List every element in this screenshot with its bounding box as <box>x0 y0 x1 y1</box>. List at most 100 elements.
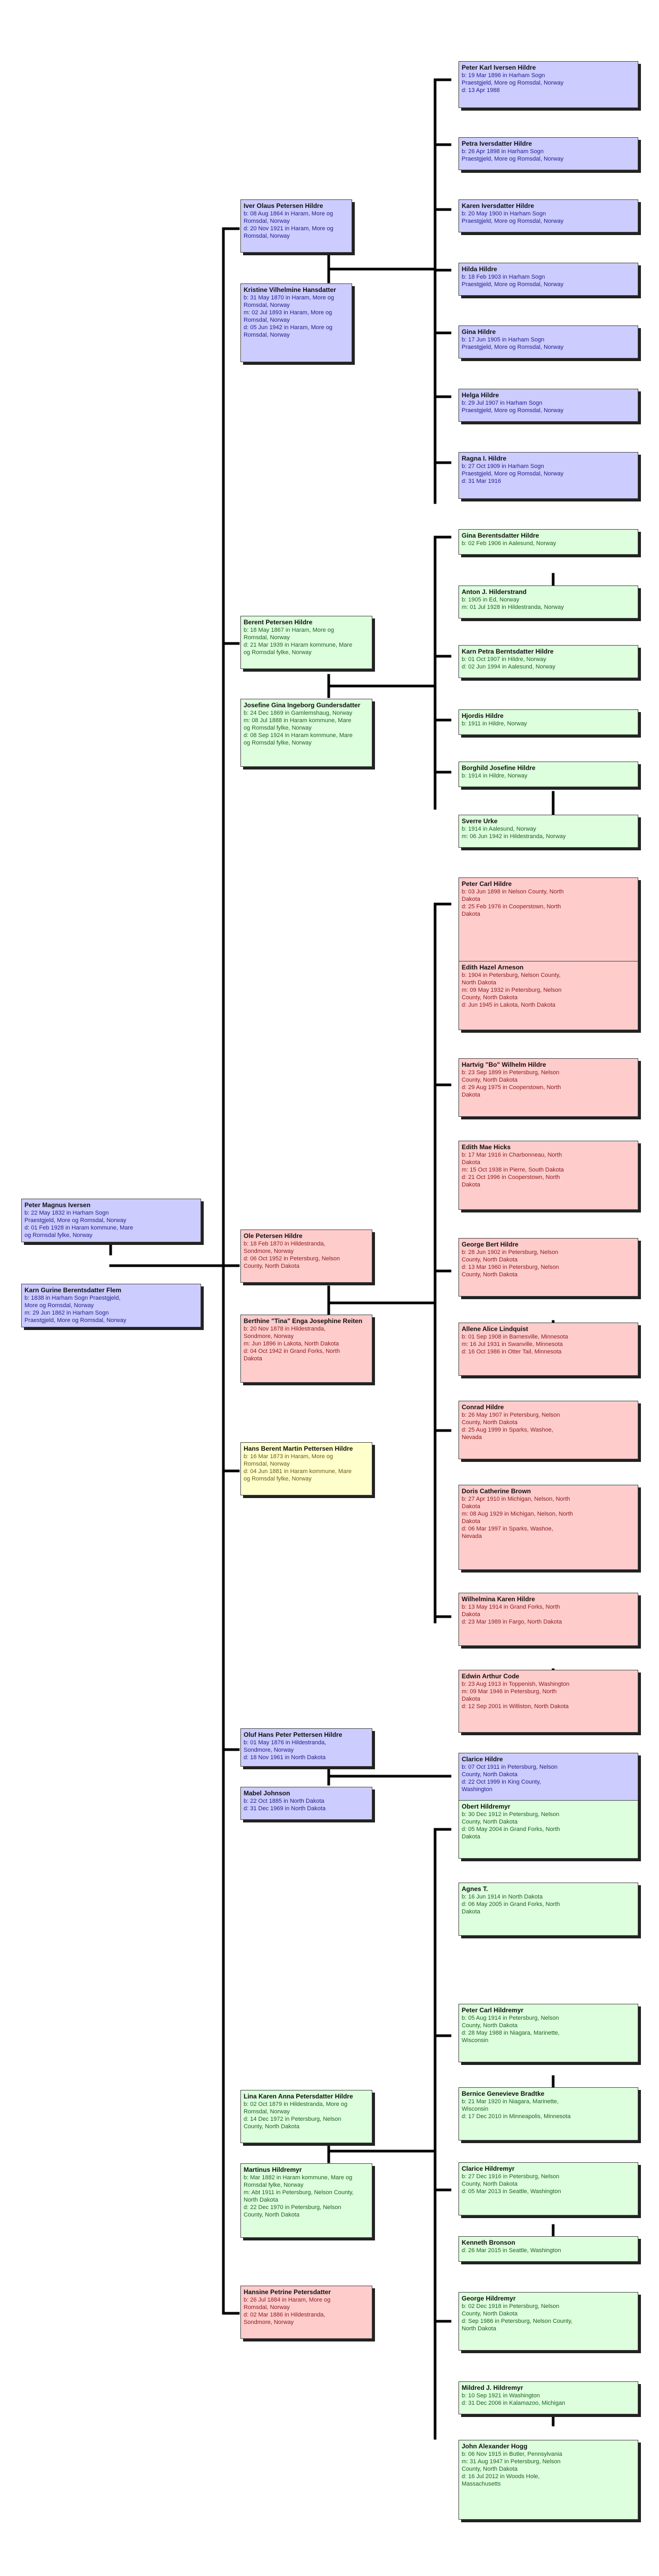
person-detail: b: 20 May 1900 in Harham Sogn <box>462 211 546 217</box>
person-detail: County, North Dakota <box>462 2181 518 2187</box>
person-detail: Dakota <box>462 1159 480 1166</box>
person-detail: b: 1914 in Aalesund, Norway <box>462 826 537 832</box>
person-card[interactable]: Allene Alice Lindquist b: 01 Sep 1908 in… <box>458 1323 638 1376</box>
person-detail: d: 20 Nov 1921 in Haram, More og <box>244 225 333 232</box>
person-card[interactable]: Peter Magnus Iversen b: 22 May 1832 in H… <box>21 1199 201 1242</box>
person-detail: d: 06 Oct 1952 in Petersburg, Nelson <box>244 1256 340 1262</box>
person-card[interactable]: Lina Karen Anna Petersdatter Hildre b: 0… <box>240 2090 372 2143</box>
person-detail: b: 07 Oct 1911 in Petersburg, Nelson <box>462 1764 558 1770</box>
person-card[interactable]: Kenneth Bronson d: 26 Mar 2015 in Seattl… <box>458 2236 638 2262</box>
person-card[interactable]: Doris Catherine Brown b: 27 Apr 1910 in … <box>458 1485 638 1570</box>
person-card[interactable]: Karen Iversdatter Hildre b: 20 May 1900 … <box>458 199 638 232</box>
person-name: Ragna I. Hildre <box>462 455 507 462</box>
person-card[interactable]: Edith Hazel Arneson b: 1904 in Petersbur… <box>458 961 638 1030</box>
person-card[interactable]: Hansine Petrine Petersdatter b: 26 Jul 1… <box>240 2286 372 2339</box>
person-detail: m: 16 Jul 1931 in Swanville, Minnesota <box>462 1341 563 1348</box>
person-detail: b: 08 Aug 1864 in Haram, More og <box>244 211 333 217</box>
person-detail: og Romsdal fylke, Norway <box>24 1232 93 1239</box>
person-name: Edith Hazel Arneson <box>462 964 524 971</box>
person-detail: b: 26 May 1907 in Petersburg, Nelson <box>462 1412 560 1418</box>
person-detail: b: 10 Sep 1921 in Washington <box>462 2393 540 2399</box>
person-detail: b: 1911 in Hildre, Norway <box>462 721 527 727</box>
person-card[interactable]: Agnes T. b: 16 Jun 1914 in North Dakota … <box>458 1883 638 1936</box>
person-detail: County, North Dakota <box>244 2212 299 2218</box>
person-card[interactable]: Borghild Josefine Hildre b: 1914 in Hild… <box>458 762 638 787</box>
person-detail: d: 31 Dec 1969 in North Dakota <box>244 1805 326 1812</box>
person-card[interactable]: Petra Iversdatter Hildre b: 26 Apr 1898 … <box>458 137 638 170</box>
person-detail: Nevada <box>462 1434 482 1441</box>
person-card[interactable]: Peter Carl Hildremyr b: 05 Aug 1914 in P… <box>458 2004 638 2062</box>
person-card[interactable]: Bernice Genevieve Bradtke b: 21 Mar 1920… <box>458 2087 638 2140</box>
person-detail: m: 15 Oct 1938 in Pierre, South Dakota <box>462 1167 564 1173</box>
person-detail: b: 20 Nov 1878 in Hildestranda, <box>244 1326 326 1332</box>
person-detail: Wisconsin <box>462 2106 489 2112</box>
person-detail: b: 22 May 1832 in Harham Sogn <box>24 1210 109 1216</box>
person-card[interactable]: Josefine Gina Ingeborg Gundersdatter b: … <box>240 699 372 767</box>
person-detail: d: 21 Oct 1996 in Cooperstown, North <box>462 1174 560 1181</box>
person-card[interactable]: Gina Hildre b: 17 Jun 1905 in Harham Sog… <box>458 325 638 358</box>
person-name: Petra Iversdatter Hildre <box>462 140 532 147</box>
person-name: Helga Hildre <box>462 391 499 399</box>
person-card[interactable]: Mabel Johnson b: 22 Oct 1885 in North Da… <box>240 1787 372 1820</box>
person-card[interactable]: Hartvig "Bo" Wilhelm Hildre b: 23 Sep 18… <box>458 1058 638 1117</box>
person-card[interactable]: Wilhelmina Karen Hildre b: 13 May 1914 i… <box>458 1593 638 1646</box>
person-detail: b: 17 Mar 1916 in Charbonneau, North <box>462 1152 562 1158</box>
person-name: George Hildremyr <box>462 2295 516 2302</box>
person-card[interactable]: Karn Petra Berntsdatter Hildre b: 01 Oct… <box>458 645 638 678</box>
person-name: Conrad Hildre <box>462 1403 504 1411</box>
person-detail: d: 16 Jul 2012 in Woods Hole, <box>462 2473 540 2480</box>
person-detail: Praestgjeld, More og Romsdal, Norway <box>462 407 564 414</box>
person-detail: b: 03 Jun 1898 in Nelson County, North <box>462 889 564 895</box>
person-detail: b: 22 Oct 1885 in North Dakota <box>244 1798 324 1804</box>
person-name: Peter Karl Iversen Hildre <box>462 64 536 71</box>
person-detail: Wisconsin <box>462 2037 489 2044</box>
person-card[interactable]: Conrad Hildre b: 26 May 1907 in Petersbu… <box>458 1401 638 1459</box>
person-name: Peter Magnus Iversen <box>24 1201 91 1209</box>
person-detail: b: 02 Feb 1906 in Aalesund, Norway <box>462 540 556 547</box>
person-card[interactable]: Helga Hildre b: 29 Jul 1907 in Harham So… <box>458 389 638 422</box>
person-card[interactable]: Clarice Hildremyr b: 27 Dec 1916 in Pete… <box>458 2162 638 2215</box>
person-card[interactable]: Ole Petersen Hildre b: 18 Feb 1870 in Hi… <box>240 1230 372 1283</box>
person-name: Agnes T. <box>462 1885 488 1893</box>
person-card[interactable]: Berent Petersen Hildre b: 18 May 1867 in… <box>240 616 372 669</box>
person-card[interactable]: Edwin Arthur Code b: 23 Aug 1913 in Topp… <box>458 1670 638 1733</box>
person-card[interactable]: Karn Gurine Berentsdatter Flem b: 1838 i… <box>21 1284 201 1327</box>
person-detail: m: 29 Jun 1862 in Harham Sogn <box>24 1310 109 1316</box>
person-card[interactable]: Clarice Hildre b: 07 Oct 1911 in Petersb… <box>458 1753 638 1806</box>
person-detail: og Romsdal fylke, Norway <box>244 1476 312 1482</box>
person-card[interactable]: George Hildremyr b: 02 Dec 1918 in Peter… <box>458 2292 638 2351</box>
person-detail: d: 06 Mar 1997 in Sparks, Washoe, <box>462 1526 554 1532</box>
person-detail: b: 18 Feb 1870 in Hildestranda, <box>244 1241 326 1247</box>
person-detail: d: 22 Oct 1999 in King County, <box>462 1779 541 1785</box>
person-card[interactable]: Hilda Hildre b: 18 Feb 1903 in Harham So… <box>458 263 638 296</box>
person-card[interactable]: Hjordis Hildre b: 1911 in Hildre, Norway <box>458 709 638 735</box>
person-detail: Praestgjeld, More og Romsdal, Norway <box>462 281 564 288</box>
person-card[interactable]: George Bert Hildre b: 28 Jun 1902 in Pet… <box>458 1238 638 1297</box>
person-card[interactable]: John Alexander Hogg b: 06 Nov 1915 in Bu… <box>458 2440 638 2520</box>
person-name: John Alexander Hogg <box>462 2443 528 2450</box>
person-card[interactable]: Ragna I. Hildre b: 27 Oct 1909 in Harham… <box>458 452 638 499</box>
person-card[interactable]: Kristine Vilhelmine Hansdatter b: 31 May… <box>240 283 352 362</box>
person-card[interactable]: Berthine "Tina" Enga Josephine Reiten b:… <box>240 1315 372 1383</box>
person-detail: b: 19 Mar 1896 in Harham Sogn <box>462 72 545 79</box>
person-card[interactable]: Peter Karl Iversen Hildre b: 19 Mar 1896… <box>458 61 638 108</box>
person-detail: Sondmore, Norway <box>244 1333 294 1340</box>
person-card[interactable]: Martinus Hildremyr b: Mar 1882 in Haram … <box>240 2163 372 2238</box>
person-detail: b: 23 Aug 1913 in Toppenish, Washington <box>462 1681 570 1687</box>
person-card[interactable]: Gina Berentsdatter Hildre b: 02 Feb 1906… <box>458 529 638 555</box>
person-card[interactable]: Hans Berent Martin Pettersen Hildre b: 1… <box>240 1442 372 1495</box>
person-card[interactable]: Peter Carl Hildre b: 03 Jun 1898 in Nels… <box>458 877 638 963</box>
person-detail: b: 16 Mar 1873 in Haram, More og <box>244 1453 333 1460</box>
person-card[interactable]: Sverre Urke b: 1914 in Aalesund, Norway … <box>458 815 638 848</box>
person-detail: Praestgjeld, More og Romsdal, Norway <box>462 344 564 350</box>
person-card[interactable]: Iver Olaus Petersen Hildre b: 08 Aug 186… <box>240 199 352 253</box>
person-detail: Washington <box>462 1786 493 1793</box>
person-card[interactable]: Obert Hildremyr b: 30 Dec 1912 in Peters… <box>458 1800 638 1859</box>
person-name: Martinus Hildremyr <box>244 2166 302 2173</box>
person-card[interactable]: Anton J. Hilderstrand b: 1905 in Ed, Nor… <box>458 586 638 618</box>
person-card[interactable]: Mildred J. Hildremyr b: 10 Sep 1921 in W… <box>458 2381 638 2414</box>
person-detail: b: 24 Dec 1869 in Gamlemshaug, Norway <box>244 710 353 716</box>
person-card[interactable]: Oluf Hans Peter Pettersen Hildre b: 01 M… <box>240 1728 372 1767</box>
person-detail: b: 05 Aug 1914 in Petersburg, Nelson <box>462 2015 559 2021</box>
person-card[interactable]: Edith Mae Hicks b: 17 Mar 1916 in Charbo… <box>458 1141 638 1210</box>
